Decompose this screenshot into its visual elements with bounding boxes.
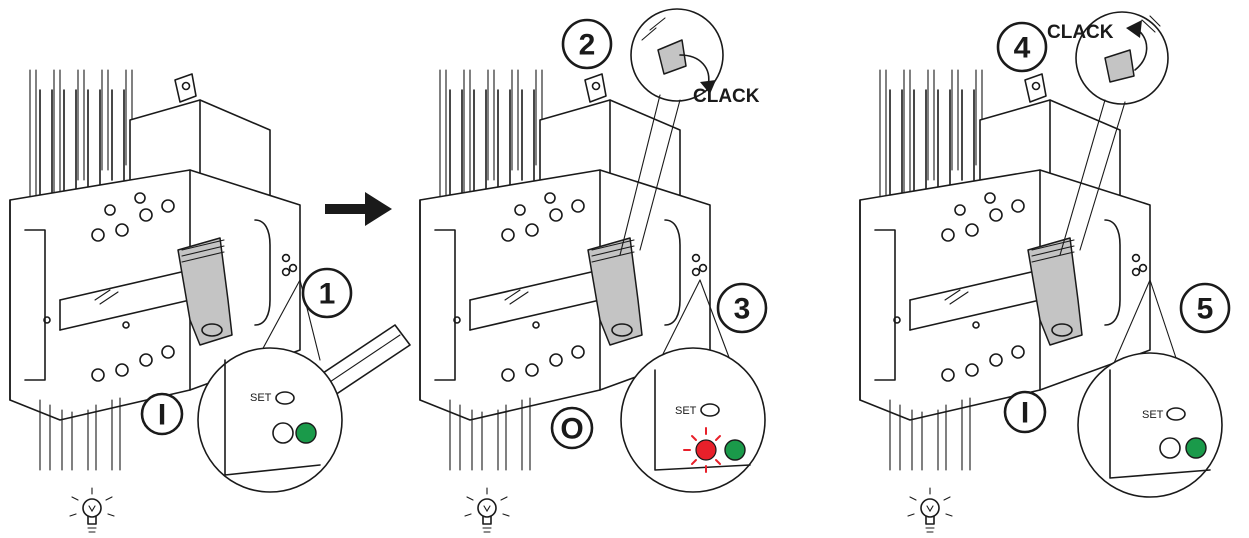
step-badge-2 [561, 18, 613, 70]
led-red-blinking [683, 427, 721, 473]
led-off [1159, 437, 1181, 459]
clack-label: CLACK [1047, 22, 1114, 43]
callout-leader-top [619, 94, 681, 256]
led-green [724, 439, 746, 461]
arrow-right-icon [325, 192, 392, 226]
set-label: SET [250, 392, 272, 404]
step-number-5: 5 [1197, 293, 1214, 326]
set-label: SET [1142, 409, 1164, 421]
set-label: SET [675, 405, 697, 417]
zoom-circle: SET [620, 347, 766, 493]
zoom-circle: SET [1077, 352, 1223, 498]
zoom-circle: SET [197, 347, 343, 493]
switch-position-label: I [158, 399, 166, 432]
led-green [295, 422, 317, 444]
panel-1: SET 1 I [9, 69, 411, 533]
panel-2-3: 2 CLACK SET 3 O [419, 8, 768, 533]
step-badge-3 [716, 282, 768, 334]
set-button [1166, 407, 1186, 421]
step-badge-1 [301, 267, 353, 319]
led-green [1185, 437, 1207, 459]
clack-label: CLACK [693, 86, 760, 107]
step-badge-5 [1179, 282, 1231, 334]
callout-leader-top [1059, 99, 1126, 256]
switch-position-label: I [1021, 397, 1029, 430]
panel-4-5: 4 CLACK SET 5 I [859, 11, 1231, 533]
lightbulb-icon [69, 487, 115, 533]
switch-position-badge [1003, 390, 1047, 434]
step-number-3: 3 [734, 293, 751, 326]
step-number-2: 2 [579, 29, 596, 62]
switch-position-label: O [560, 413, 583, 446]
step-badge-4 [996, 21, 1048, 73]
step-number-4: 4 [1014, 32, 1031, 65]
zoom-circle-top [630, 8, 724, 102]
set-button [275, 391, 295, 405]
zoom-circle-top [1075, 11, 1169, 105]
set-button [700, 403, 720, 417]
lightbulb-icon [907, 487, 953, 533]
led-off [272, 422, 294, 444]
lightbulb-icon [464, 487, 510, 533]
step-number-1: 1 [319, 278, 336, 311]
switch-position-badge [550, 406, 594, 450]
switch-position-badge [140, 392, 184, 436]
